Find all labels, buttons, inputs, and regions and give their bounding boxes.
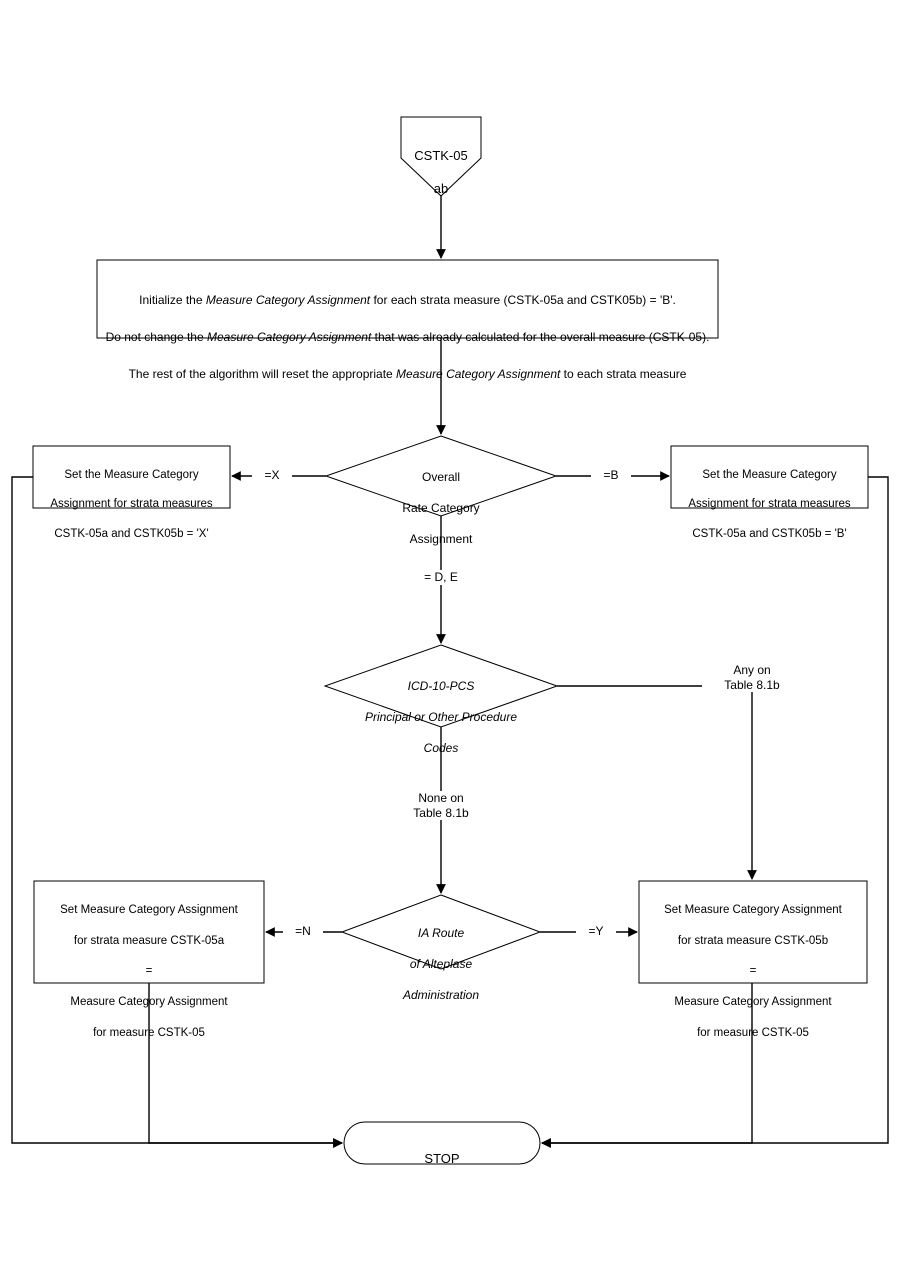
edge-label-to-icd: = D, E — [411, 570, 471, 585]
overall-rate-diamond-shape — [324, 435, 558, 517]
connector-set-05b-to-stop — [541, 983, 753, 1148]
edge-label-none-on-table: None on Table 8.1b — [391, 791, 491, 821]
edge-label-to-y: =Y — [576, 924, 616, 939]
set-05b-box-shape — [638, 880, 868, 984]
start-pentagon-shape — [400, 116, 482, 197]
edge-label-any-on-table: Any on Table 8.1b — [702, 663, 802, 693]
set-x-box-shape — [32, 445, 231, 509]
connector-set-x-to-stop — [11, 476, 343, 1148]
stop-terminator-shape — [343, 1121, 541, 1165]
ia-route-diamond-shape — [340, 894, 542, 970]
edge-label-to-n: =N — [283, 924, 323, 939]
set-05a-box-shape — [33, 880, 265, 984]
initialize-box-shape — [96, 259, 719, 339]
edge-label-to-b: =B — [591, 468, 631, 483]
connector-icd-any-to-set-05b — [557, 685, 757, 880]
connector-set-05a-to-stop — [148, 983, 343, 1148]
edge-label-to-x: =X — [252, 468, 292, 483]
icd-pcs-diamond-shape — [323, 644, 559, 728]
set-b-box-shape — [670, 445, 869, 509]
connector-set-b-to-stop — [541, 476, 889, 1148]
